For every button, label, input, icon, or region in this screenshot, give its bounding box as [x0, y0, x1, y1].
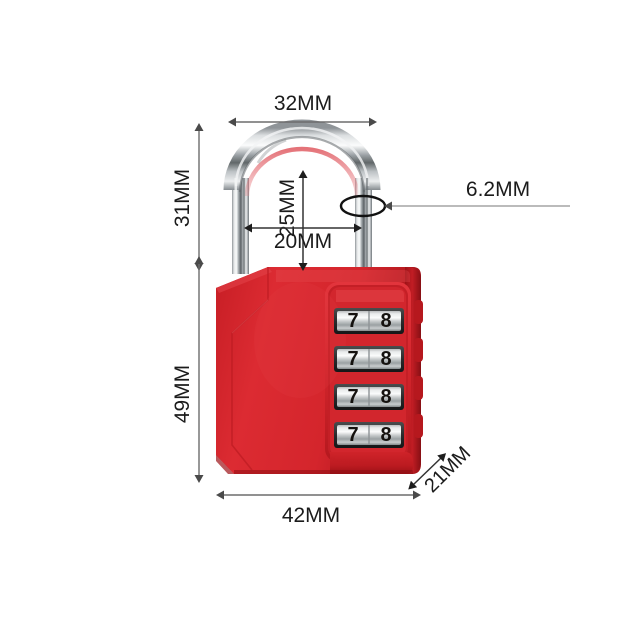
dimension-shackle-height-label: 31MM — [171, 169, 194, 227]
dial-2-digit-right: 8 — [380, 348, 391, 370]
dimension-shackle-diameter-label: 6.2MM — [466, 178, 530, 201]
dimension-body-height: 49MM — [171, 256, 204, 483]
dimension-shackle-inner-width-label: 20MM — [274, 230, 332, 253]
padlock-shackle — [223, 119, 381, 274]
dimension-body-width-label: 42MM — [282, 504, 340, 527]
dimension-shackle-diameter: 6.2MM — [339, 178, 570, 218]
dial-row-1[interactable]: 7 8 — [334, 308, 404, 334]
dimension-body-depth: 21MM — [408, 442, 475, 497]
body-edge-ridges — [414, 300, 423, 438]
dial-4-digit-right: 8 — [380, 424, 391, 446]
dimension-body-height-label: 49MM — [171, 365, 194, 423]
dimension-shackle-inner-height-label: 25MM — [276, 179, 299, 237]
dimension-shackle-width-label: 32MM — [274, 92, 332, 115]
dimension-shackle-height: 31MM — [171, 123, 204, 271]
dial-1-digit-left: 7 — [347, 310, 358, 332]
combination-dials[interactable]: 7 8 7 8 7 8 — [334, 308, 404, 448]
dimension-body-width: 42MM — [216, 490, 421, 527]
dial-3-digit-left: 7 — [347, 386, 358, 408]
dial-1-digit-right: 8 — [380, 310, 391, 332]
dial-2-digit-left: 7 — [347, 348, 358, 370]
dimension-shackle-width: 32MM — [228, 92, 377, 127]
dial-row-2[interactable]: 7 8 — [334, 346, 404, 372]
dial-4-digit-left: 7 — [347, 424, 358, 446]
dimension-shackle-inner-width: 20MM — [244, 223, 362, 253]
dial-row-3[interactable]: 7 8 — [334, 384, 404, 410]
dimension-shackle-inner-height: 25MM — [276, 170, 308, 271]
dial-row-4[interactable]: 7 8 — [334, 422, 404, 448]
dial-3-digit-right: 8 — [380, 386, 391, 408]
